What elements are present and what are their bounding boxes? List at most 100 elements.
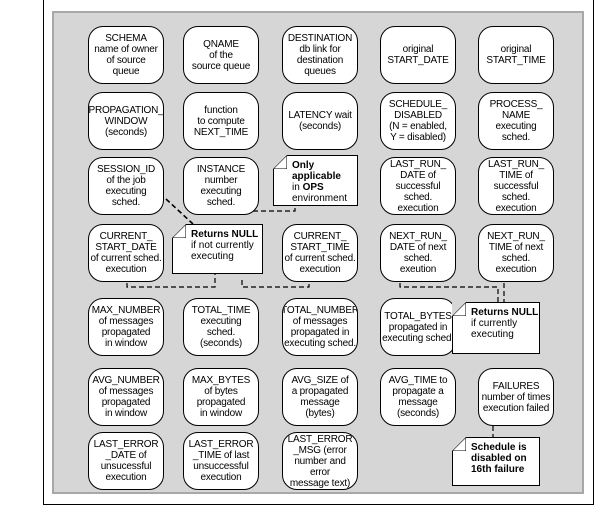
field-box-line: (seconds) [199, 338, 243, 349]
field-box-line: CURRENT_ [99, 231, 153, 242]
field-box-line: AVG_NUMBER [92, 375, 160, 386]
field-box-line: sched. [403, 253, 433, 264]
field-box-line: AVG_SIZE of [291, 375, 349, 386]
field-box-line: executing [200, 316, 242, 327]
field-box-line: number [204, 175, 238, 186]
field-box-line: MAX_NUMBER [91, 305, 161, 316]
field-box-line: CURRENT_ [293, 231, 347, 242]
field-box-line: execution [105, 264, 147, 275]
field-box-line: sched. [206, 327, 236, 338]
field-box-line: executing sched. [382, 332, 454, 344]
field-box-line: queue [112, 66, 140, 77]
field-box-line: LAST_RUN_ [488, 158, 544, 170]
field-box-line: name of owner [94, 44, 158, 55]
field-box-line: LAST_ERROR [287, 433, 353, 445]
field-box-line: _DATE of [105, 450, 147, 461]
field-box-line: in window [104, 408, 148, 419]
note-line: disabled on [471, 453, 539, 464]
field-box-line: original [500, 44, 532, 55]
field-box-line: TIME of next [488, 242, 544, 253]
field-box-line: a propagated [291, 386, 349, 397]
field-box-line: of source [106, 55, 146, 66]
field-box-line: execution failed [482, 402, 550, 414]
field-box-line: sched. [501, 132, 531, 143]
field-box-line: of current sched. [284, 253, 356, 264]
field-box-propagation-window: PROPAGATION_WINDOW(seconds) [88, 92, 164, 150]
field-box-line: (N = enabled, [389, 121, 447, 132]
field-box-line: PROCESS_ [489, 99, 543, 110]
field-box-line: to compute [197, 115, 245, 127]
field-box-line: propagate a [392, 386, 444, 397]
field-box-line: propagated [101, 327, 151, 338]
field-box-line: of bytes [204, 386, 238, 397]
field-box-line: message text) [289, 477, 351, 489]
field-box-line: (bytes) [305, 408, 335, 419]
note-line: Returns NULL [191, 229, 262, 240]
field-box-line: Y = disabled) [390, 132, 446, 143]
field-box-line: propagated in [388, 321, 448, 333]
field-box-line: unsucessful [100, 461, 152, 472]
note-line: Only applicable [292, 160, 357, 182]
field-box-line: sched. [111, 197, 141, 208]
field-box-line: NEXT_TIME [193, 126, 249, 138]
field-box-line: NEXT_RUN_ [487, 231, 545, 242]
field-box-line: successful sched. [493, 180, 539, 203]
field-box-line: TIME of [499, 169, 533, 181]
field-box-line: of the job [106, 175, 146, 186]
field-box-line: LAST_ERROR [188, 439, 254, 450]
note-text: Returns NULL [191, 229, 259, 240]
field-box-line: PROPAGATION_ [88, 104, 164, 116]
note-text: executing [191, 251, 234, 262]
field-box-line: WINDOW [104, 115, 148, 127]
note-text: Only applicable [292, 160, 341, 182]
note-text: Returns NULL [471, 307, 539, 318]
field-box-line: successful sched. [395, 180, 441, 203]
field-box-line: NEXT_RUN_ [389, 231, 447, 242]
field-box-line: exeution [399, 264, 437, 275]
folded-corner-icon [452, 302, 466, 316]
field-box-line: executing [200, 186, 242, 197]
field-box-line: original [402, 44, 434, 55]
field-box-line: DATE of [400, 169, 436, 181]
field-box-line: destination [296, 55, 344, 66]
field-box-line: of messages [98, 316, 154, 327]
field-box-line: START_DATE [95, 242, 157, 253]
session-null-connector [165, 198, 194, 225]
field-box-line: of messages [292, 316, 348, 327]
field-box-line: execution [200, 472, 242, 483]
note-line: in OPS [292, 182, 357, 193]
field-box-line: execution [105, 472, 147, 483]
note-line: 16th failure [471, 464, 539, 475]
note-text: executing [471, 329, 514, 340]
field-box-line: sched. [206, 197, 236, 208]
field-box-line: TOTAL_NUMBER [282, 305, 358, 316]
field-box-line: DATE of next [389, 242, 447, 253]
frame-right-border [593, 0, 594, 505]
field-box-line: NAME [501, 110, 531, 121]
note-line: if currently [471, 318, 539, 329]
current-time-null-connector [241, 280, 310, 288]
field-box-line: INSTANCE [196, 164, 246, 175]
field-box-schedule-disabled: SCHEDULE_DISABLED(N = enabled,Y = disabl… [380, 92, 456, 150]
folded-corner-icon [273, 155, 287, 169]
current-date-null-connector [126, 273, 216, 288]
field-box-line: propagated [196, 397, 246, 408]
frame-bottom-border [43, 504, 594, 505]
field-box-line: (seconds) [298, 121, 342, 132]
field-box-line: LAST_ERROR [93, 439, 159, 450]
